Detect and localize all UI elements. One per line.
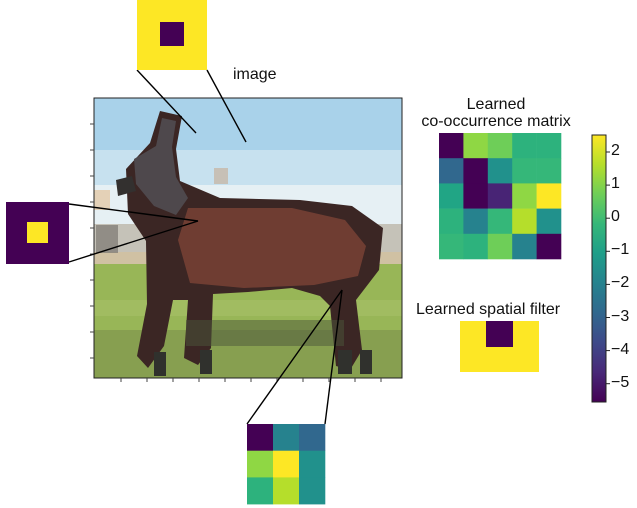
matrix-cell-r1-c0 — [439, 158, 464, 184]
matrix-title: Learned co-occurrence matrix — [412, 96, 580, 131]
bottom-patch-cell-r1-c0 — [247, 450, 274, 478]
colorbar-tick-label: −3 — [611, 307, 630, 325]
image-label: image — [233, 66, 277, 83]
spatial-filter — [460, 321, 539, 372]
colorbar-tick-label: −5 — [611, 373, 630, 391]
matrix-cell-r0-c3 — [512, 133, 537, 159]
matrix-cell-r2-c1 — [463, 183, 489, 209]
spatial-filter-center — [486, 321, 513, 347]
colorbar-tick-label: −2 — [611, 274, 630, 292]
matrix-cell-r1-c1 — [463, 158, 489, 184]
colorbar-tick-label: −1 — [611, 241, 630, 259]
colorbar-tick-label: 1 — [611, 175, 620, 193]
matrix-cell-r3-c0 — [439, 208, 464, 235]
top-patch — [137, 0, 207, 70]
colorbar-tick-label: 2 — [611, 142, 620, 159]
matrix-cell-r3-c4 — [536, 208, 562, 235]
colorbar-tick-label: 0 — [611, 208, 620, 226]
matrix-cell-r2-c3 — [512, 183, 537, 209]
colorbar-tick-label: −4 — [611, 340, 630, 358]
top-patch-center — [160, 22, 184, 46]
matrix-cell-r0-c0 — [439, 133, 464, 159]
matrix-cell-r4-c0 — [439, 233, 464, 260]
matrix-title-line2: co-occurrence matrix — [421, 112, 571, 130]
image-axis-ticks — [90, 123, 382, 382]
matrix-cell-r0-c1 — [463, 133, 489, 159]
callout-lines — [68, 69, 343, 425]
filter-title: Learned spatial filter — [416, 301, 561, 318]
matrix-cell-r4-c3 — [512, 233, 537, 260]
matrix-cell-r3-c3 — [512, 208, 537, 235]
bottom-patch — [247, 424, 326, 505]
colorbar-tick-marks — [606, 151, 610, 385]
matrix-cell-r1-c3 — [512, 158, 537, 184]
matrix-cell-r2-c4 — [536, 183, 562, 209]
bottom-patch-cell-r2-c2 — [299, 477, 326, 505]
matrix-cell-r4-c4 — [536, 233, 562, 260]
matrix-cell-r0-c2 — [487, 133, 513, 159]
matrix-cell-r1-c2 — [487, 158, 513, 184]
matrix-cell-r2-c2 — [487, 183, 513, 209]
matrix-cell-r3-c1 — [463, 208, 489, 235]
horse-image — [93, 97, 403, 379]
matrix-title-line1: Learned — [466, 96, 526, 113]
bottom-patch-cell-r2-c1 — [273, 477, 300, 505]
matrix-cell-r1-c4 — [536, 158, 562, 184]
bottom-patch-cell-r0-c0 — [247, 424, 274, 451]
bottom-patch-cell-r0-c1 — [273, 424, 300, 451]
bottom-patch-cell-r2-c0 — [247, 477, 274, 505]
matrix-cell-r4-c2 — [487, 233, 513, 260]
colorbar-fill — [591, 134, 607, 403]
matrix-cell-r2-c0 — [439, 183, 464, 209]
bottom-patch-cell-r1-c2 — [299, 450, 326, 478]
matrix-cell-r4-c1 — [463, 233, 489, 260]
matrix-cell-r3-c2 — [487, 208, 513, 235]
bottom-patch-cell-r0-c2 — [299, 424, 326, 451]
bottom-patch-cell-r1-c1 — [273, 450, 300, 478]
cooccurrence-matrix — [439, 133, 562, 260]
left-patch — [6, 202, 69, 264]
left-patch-center — [27, 222, 48, 243]
colorbar — [591, 134, 610, 403]
matrix-cell-r0-c4 — [536, 133, 562, 159]
